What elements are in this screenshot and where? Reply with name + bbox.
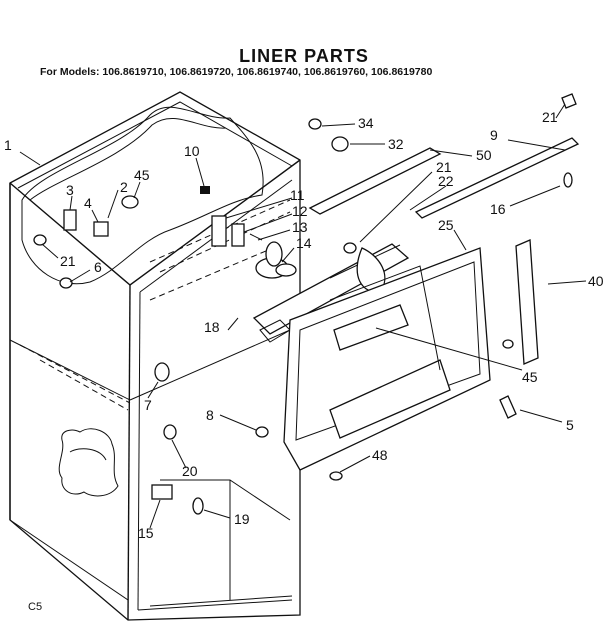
callout-8: 8 — [206, 407, 214, 423]
callout-19: 19 — [234, 511, 250, 527]
callout-3: 3 — [66, 182, 74, 198]
callout-13: 13 — [292, 219, 308, 235]
callout-50: 50 — [476, 147, 492, 163]
callout-4: 4 — [84, 195, 92, 211]
callout-34: 34 — [358, 115, 374, 131]
model-list: For Models: 106.8619710, 106.8619720, 10… — [40, 66, 433, 78]
callouts: 1 2 3 4 45 21 6 10 11 12 13 14 34 32 50 … — [4, 109, 604, 613]
callout-12: 12 — [292, 203, 308, 219]
callout-20: 20 — [182, 463, 198, 479]
callout-21-upper: 21 — [436, 159, 452, 175]
callout-1: 1 — [4, 137, 12, 153]
leader-lines — [19, 103, 587, 529]
callout-25: 25 — [438, 217, 454, 233]
callout-5: 5 — [566, 417, 574, 433]
callout-22: 22 — [438, 173, 454, 189]
cabinet-liner — [9, 91, 301, 621]
callout-45: 45 — [134, 167, 150, 183]
diagram-title: LINER PARTS — [239, 46, 369, 66]
callout-11: 11 — [290, 187, 305, 203]
callout-16: 16 — [490, 201, 506, 217]
diagram-code: C5 — [28, 601, 42, 613]
callout-18: 18 — [204, 319, 220, 335]
evaporator-cover-assembly — [252, 93, 580, 481]
callout-21: 21 — [60, 253, 76, 269]
callout-6: 6 — [94, 259, 102, 275]
callout-9: 9 — [490, 127, 498, 143]
callout-2: 2 — [120, 179, 128, 195]
callout-40: 40 — [588, 273, 604, 289]
callout-15: 15 — [138, 525, 154, 541]
callout-10: 10 — [184, 143, 200, 159]
callout-45-right: 45 — [522, 369, 538, 385]
callout-48: 48 — [372, 447, 388, 463]
callout-21-right: 21 — [542, 109, 558, 125]
callout-32: 32 — [388, 136, 404, 152]
callout-7: 7 — [144, 397, 152, 413]
callout-14: 14 — [296, 235, 312, 251]
